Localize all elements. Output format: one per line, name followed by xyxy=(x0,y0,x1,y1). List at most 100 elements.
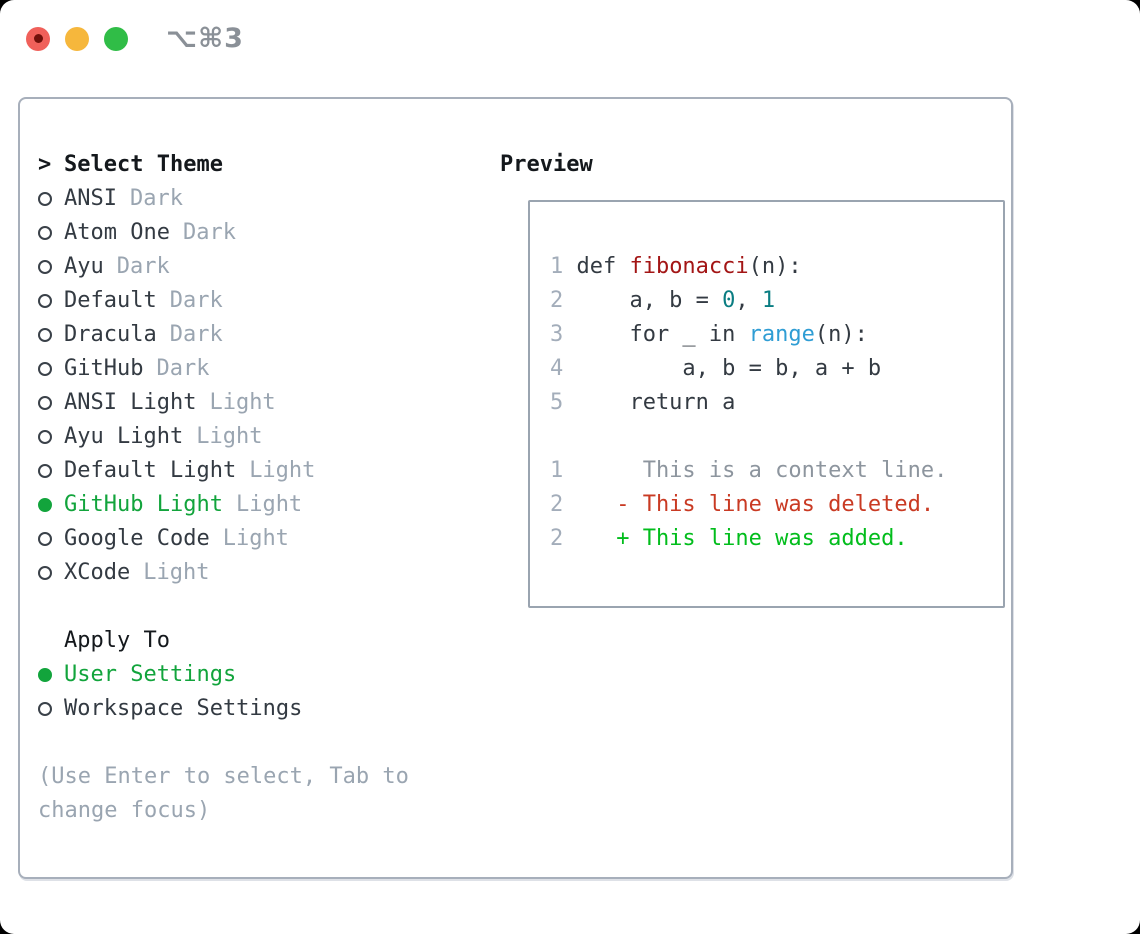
code-token-num: 1 xyxy=(761,288,776,313)
option-label: ANSI Light xyxy=(64,390,197,415)
line-number: 5 xyxy=(550,390,564,415)
theme-option-default-light[interactable]: Default Light Light xyxy=(38,454,488,488)
theme-list-column: > Select Theme ANSI Dark Atom One Dark A… xyxy=(38,148,488,828)
code-token-added: + This line was added. xyxy=(576,526,908,551)
code-token-deleted: - This line was deleted. xyxy=(576,492,935,517)
apply-to-list: User Settings Workspace Settings xyxy=(38,658,488,726)
theme-option-ayu[interactable]: Ayu Dark xyxy=(38,250,488,284)
option-variant-tag: Dark xyxy=(182,220,236,245)
theme-option-xcode[interactable]: XCode Light xyxy=(38,556,488,590)
code-line: 1 This is a context line. xyxy=(550,454,1003,488)
option-variant-tag: Dark xyxy=(129,186,183,211)
theme-option-github[interactable]: GitHub Dark xyxy=(38,352,488,386)
radio-icon xyxy=(38,464,52,478)
option-label: XCode xyxy=(64,560,131,585)
code-token-num: 0 xyxy=(722,288,736,313)
code-token-code: return a xyxy=(576,390,736,415)
close-dot-icon xyxy=(33,34,43,43)
code-token-builtin: range xyxy=(748,322,815,347)
option-label: Ayu xyxy=(64,254,104,279)
theme-option-default[interactable]: Default Dark xyxy=(38,284,488,318)
code-token-func: fibonacci xyxy=(629,254,749,279)
option-variant-tag: Dark xyxy=(169,322,223,347)
option-variant-tag: Light xyxy=(196,424,263,449)
radio-selected-icon xyxy=(38,668,52,682)
radio-icon xyxy=(38,328,52,342)
option-label: User Settings xyxy=(64,662,237,687)
line-number: 3 xyxy=(550,322,564,347)
theme-option-ayu-light[interactable]: Ayu Light Light xyxy=(38,420,488,454)
selection-caret-icon: > xyxy=(38,152,52,177)
radio-icon xyxy=(38,260,52,274)
option-variant-tag: Dark xyxy=(169,288,223,313)
line-number: 1 xyxy=(550,458,564,483)
close-button[interactable] xyxy=(26,26,50,51)
code-token-code: def xyxy=(576,254,630,279)
code-token-context: This is a context line. xyxy=(576,458,948,483)
radio-icon xyxy=(38,192,52,206)
theme-list: ANSI Dark Atom One Dark Ayu Dark Default… xyxy=(38,182,488,590)
option-label: ANSI xyxy=(64,186,117,211)
code-line xyxy=(550,420,1003,454)
line-number: 2 xyxy=(550,492,564,517)
code-line: 4 a, b = b, a + b xyxy=(550,352,1003,386)
code-line: 2 a, b = 0, 1 xyxy=(550,284,1003,318)
line-number: 4 xyxy=(550,356,564,381)
option-variant-tag: Dark xyxy=(156,356,210,381)
apply-to-header: Apply To xyxy=(38,624,488,658)
radio-icon xyxy=(38,362,52,376)
theme-option-google-code[interactable]: Google Code Light xyxy=(38,522,488,556)
code-token-code: (n): xyxy=(748,254,802,279)
code-token-code: a, b = xyxy=(576,288,723,313)
radio-icon xyxy=(38,396,52,410)
theme-option-github-light[interactable]: GitHub Light Light xyxy=(38,488,488,522)
option-label: Dracula xyxy=(64,322,157,347)
option-variant-tag: Light xyxy=(209,390,276,415)
radio-icon xyxy=(38,532,52,546)
radio-icon xyxy=(38,294,52,308)
apply-option-workspace-settings[interactable]: Workspace Settings xyxy=(38,692,488,726)
option-label: Google Code xyxy=(64,526,210,551)
radio-selected-icon xyxy=(38,498,52,512)
option-variant-tag: Light xyxy=(222,526,289,551)
select-theme-header: > Select Theme xyxy=(38,148,488,182)
preview-heading: Preview xyxy=(500,152,593,177)
code-line: 1 def fibonacci(n): xyxy=(550,250,1003,284)
option-label: Workspace Settings xyxy=(64,696,303,721)
code-line: 5 return a xyxy=(550,386,1003,420)
select-theme-label: Select Theme xyxy=(64,152,223,177)
option-variant-tag: Light xyxy=(235,492,303,517)
minimize-button[interactable] xyxy=(65,26,89,51)
line-number: 2 xyxy=(550,526,564,551)
option-label: GitHub Light xyxy=(64,492,223,517)
theme-picker-panel: > Select Theme ANSI Dark Atom One Dark A… xyxy=(18,97,1013,879)
apply-to-label: Apply To xyxy=(64,628,170,653)
code-token-code: for _ in xyxy=(576,322,749,347)
line-number: 2 xyxy=(550,288,564,313)
radio-icon xyxy=(38,226,52,240)
apply-option-user-settings[interactable]: User Settings xyxy=(38,658,488,692)
spacer xyxy=(38,590,488,624)
line-number: 1 xyxy=(550,254,564,279)
code-line: 2 - This line was deleted. xyxy=(550,488,1003,522)
radio-icon xyxy=(38,702,52,716)
radio-icon xyxy=(38,430,52,444)
code-line: 2 + This line was added. xyxy=(550,522,1003,556)
option-label: Default Light xyxy=(64,458,237,483)
code-line: 3 for _ in range(n): xyxy=(550,318,1003,352)
theme-option-ansi-light[interactable]: ANSI Light Light xyxy=(38,386,488,420)
theme-option-atom-one[interactable]: Atom One Dark xyxy=(38,216,488,250)
code-token-code: (n): xyxy=(814,322,868,347)
theme-option-ansi[interactable]: ANSI Dark xyxy=(38,182,488,216)
option-variant-tag: Dark xyxy=(116,254,170,279)
option-label: Ayu Light xyxy=(64,424,184,449)
option-label: Default xyxy=(64,288,157,313)
theme-option-dracula[interactable]: Dracula Dark xyxy=(38,318,488,352)
titlebar: ⌥⌘3 xyxy=(26,23,244,54)
keyboard-hint: (Use Enter to select, Tab to change focu… xyxy=(38,764,409,823)
option-variant-tag: Light xyxy=(143,560,210,585)
radio-icon xyxy=(38,566,52,580)
maximize-button[interactable] xyxy=(104,26,128,51)
